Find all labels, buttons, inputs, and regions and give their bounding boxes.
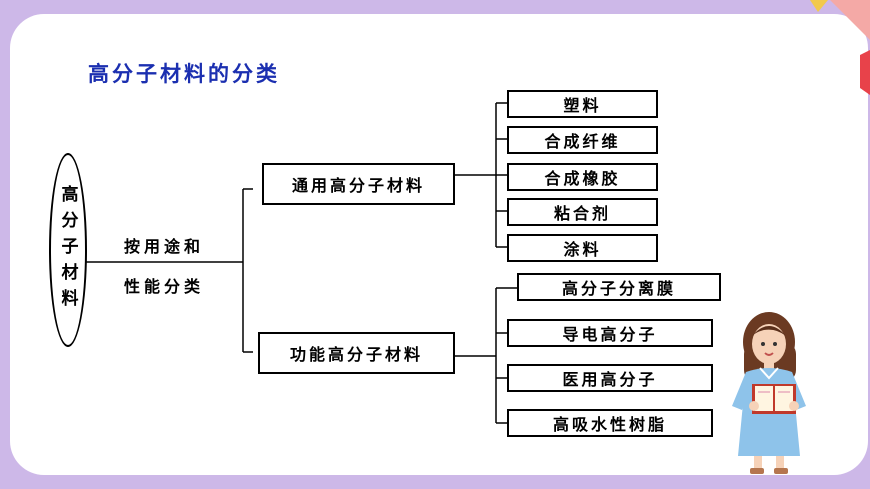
- leaf-superabsorbent-resin: 高吸水性树脂: [507, 409, 713, 437]
- root-node: 高分子材料: [49, 153, 87, 347]
- branch-general: 通用高分子材料: [262, 163, 455, 205]
- pencil-icon: [810, 0, 870, 95]
- leaf-medical-polymer: 医用高分子: [507, 364, 713, 392]
- page-title: 高分子材料的分类: [88, 62, 280, 86]
- leaf-conductive-polymer: 导电高分子: [507, 319, 713, 347]
- criterion-line1: 按用途和: [124, 237, 205, 256]
- book-icon: [752, 384, 796, 414]
- leaf-separation-membrane: 高分子分离膜: [517, 273, 721, 301]
- leaf-coating: 涂料: [507, 234, 658, 262]
- leaf-synthetic-fiber: 合成纤维: [507, 126, 658, 154]
- leaf-adhesive: 粘合剂: [507, 198, 658, 226]
- slide-card: [10, 14, 868, 475]
- leaf-synthetic-rubber: 合成橡胶: [507, 163, 658, 191]
- root-label: 高分子材料: [57, 185, 78, 315]
- teacher-illustration: [732, 312, 806, 474]
- criterion-line2: 性能分类: [124, 277, 205, 296]
- leaf-plastic: 塑料: [507, 90, 658, 118]
- branch-functional: 功能高分子材料: [258, 332, 455, 374]
